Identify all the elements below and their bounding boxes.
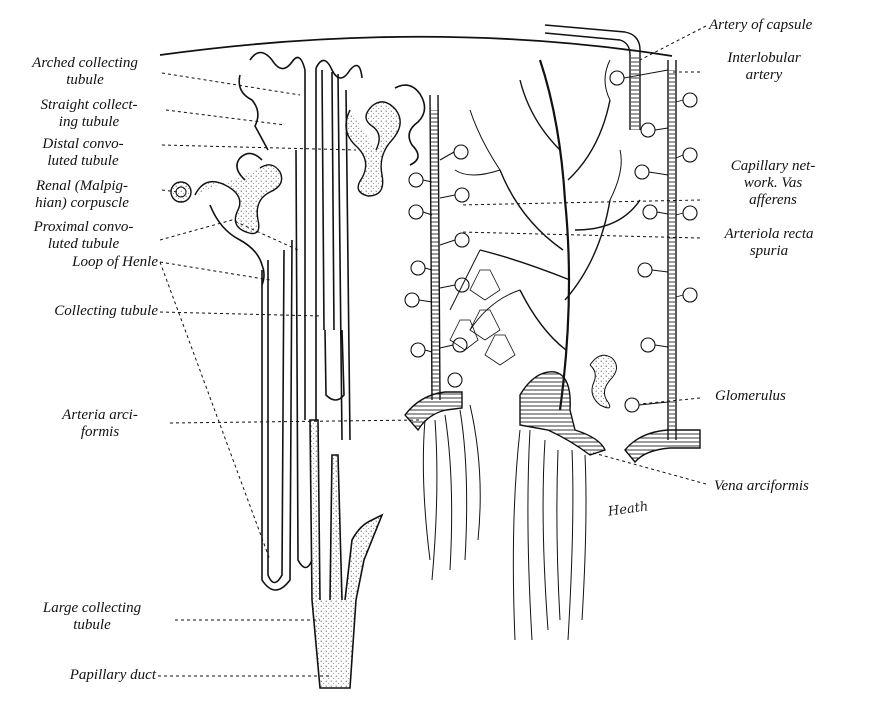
label-renal-corpuscle: Renal (Malpig-hian) corpuscle bbox=[35, 178, 129, 211]
vessels bbox=[404, 24, 701, 641]
capsule-outline bbox=[159, 35, 673, 57]
label-artery-of-capsule: Artery of capsule bbox=[709, 17, 813, 33]
papillary-duct-shape bbox=[311, 599, 357, 689]
label-proximal-convoluted-tubule: Proximal convo-luted tubule bbox=[33, 219, 134, 252]
nephron-tubules bbox=[170, 51, 426, 689]
label-distal-convoluted-tubule: Distal convo-luted tubule bbox=[42, 136, 124, 169]
label-papillary-duct: Papillary duct bbox=[69, 667, 156, 683]
glomeruli-left bbox=[404, 144, 470, 388]
leader-lines bbox=[158, 25, 707, 677]
glomeruli-right bbox=[609, 69, 698, 413]
label-loop-of-henle: Loop of Henle bbox=[72, 254, 158, 270]
renal-corpuscle-shape bbox=[170, 181, 192, 203]
label-glomerulus: Glomerulus bbox=[715, 388, 786, 404]
label-straight-collecting-tubule: Straight collect-ing tubule bbox=[40, 97, 138, 130]
label-arteria-arciformis: Arteria arci-formis bbox=[62, 407, 138, 440]
label-vena-arciformis: Vena arciformis bbox=[714, 478, 809, 494]
label-collecting-tubule: Collecting tubule bbox=[54, 303, 158, 319]
